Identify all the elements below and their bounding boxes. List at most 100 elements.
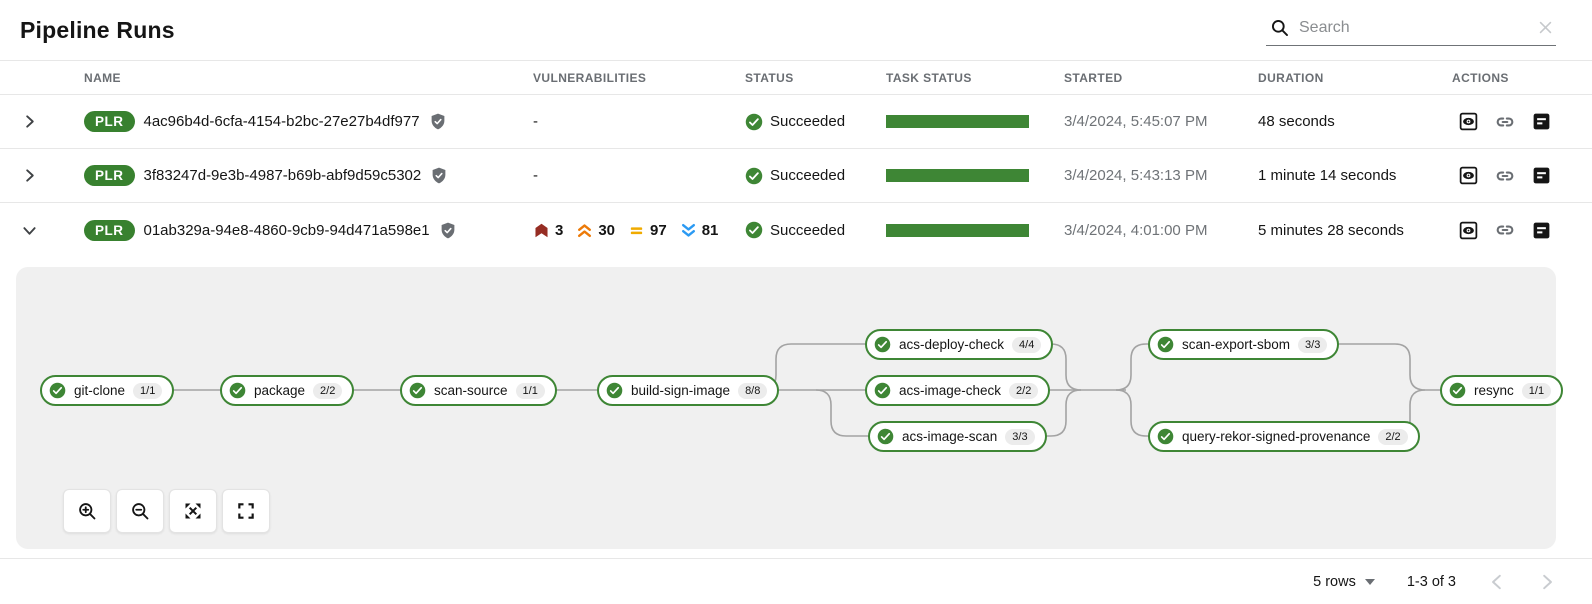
col-header-name: NAME <box>84 70 121 85</box>
task-node-acs-image-check[interactable]: acs-image-check 2/2 <box>865 375 1051 406</box>
status-text: Succeeded <box>770 221 846 239</box>
task-step-count: 1/1 <box>133 382 163 399</box>
task-label: scan-export-sbom <box>1182 337 1291 352</box>
view-output-button[interactable] <box>1458 220 1479 241</box>
search-box[interactable] <box>1266 12 1556 46</box>
check-circle-icon <box>229 382 246 399</box>
zoom-in-button[interactable] <box>63 489 111 533</box>
task-node-package[interactable]: package 2/2 <box>220 375 355 406</box>
low-severity-icon <box>680 222 697 239</box>
task-step-count: 1/1 <box>515 382 545 399</box>
eye-square-icon <box>1458 220 1479 241</box>
task-step-count: 8/8 <box>738 382 768 399</box>
task-label: acs-image-check <box>899 383 1002 398</box>
search-input[interactable] <box>1299 18 1527 37</box>
task-label: resync <box>1474 383 1514 398</box>
search-icon <box>1270 18 1289 37</box>
task-label: acs-deploy-check <box>899 337 1005 352</box>
link-button[interactable] <box>1494 219 1516 241</box>
expand-row-button[interactable] <box>22 114 37 129</box>
task-label: build-sign-image <box>631 383 731 398</box>
task-step-count: 2/2 <box>1378 428 1408 445</box>
link-icon <box>1494 165 1516 187</box>
chevron-right-icon <box>22 114 37 129</box>
started-timestamp: 3/4/2024, 5:43:13 PM <box>1064 167 1208 184</box>
critical-severity-icon <box>533 222 550 239</box>
task-node-git-clone[interactable]: git-clone 1/1 <box>40 375 175 406</box>
task-label: git-clone <box>74 383 126 398</box>
view-output-button[interactable] <box>1458 165 1479 186</box>
col-header-task-status: TASK STATUS <box>886 70 972 85</box>
task-node-scan-source[interactable]: scan-source 1/1 <box>400 375 557 406</box>
chevron-right-icon <box>1538 573 1556 591</box>
zoom-out-button[interactable] <box>116 489 164 533</box>
reset-view-button[interactable] <box>222 489 270 533</box>
vulnerabilities-empty: - <box>533 113 538 130</box>
view-logs-button[interactable] <box>1531 165 1552 186</box>
table-row: PLR 3f83247d-9e3b-4987-b69b-abf9d59c5302… <box>0 149 1592 203</box>
chevron-right-icon <box>22 168 37 183</box>
task-node-scan-export-sbom[interactable]: scan-export-sbom 3/3 <box>1148 329 1340 360</box>
chevron-left-icon <box>1488 573 1506 591</box>
col-header-status: STATUS <box>745 70 794 85</box>
pipeline-run-name: 3f83247d-9e3b-4987-b69b-abf9d59c5302 <box>143 167 422 184</box>
zoom-out-icon <box>130 501 150 521</box>
view-logs-button[interactable] <box>1531 220 1552 241</box>
pipeline-visualization-panel: git-clone 1/1 package 2/2 scan-source 1/… <box>16 267 1564 549</box>
task-label: scan-source <box>434 383 508 398</box>
chevron-down-icon <box>22 223 37 238</box>
check-circle-icon <box>409 382 426 399</box>
check-circle-icon <box>745 221 763 239</box>
table-header-row: NAME VULNERABILITIES STATUS TASK STATUS … <box>0 60 1592 95</box>
task-node-query-rekor-signed-provenance[interactable]: query-rekor-signed-provenance 2/2 <box>1148 421 1420 452</box>
check-circle-icon <box>49 382 66 399</box>
logs-icon <box>1531 220 1552 241</box>
corner-brackets-icon <box>236 501 256 521</box>
fit-to-screen-button[interactable] <box>169 489 217 533</box>
duration-text: 1 minute 14 seconds <box>1258 167 1397 184</box>
col-header-actions: ACTIONS <box>1452 70 1509 85</box>
task-step-count: 3/3 <box>1005 428 1035 445</box>
page-title: Pipeline Runs <box>20 16 175 43</box>
graph-controls <box>63 489 270 533</box>
medium-severity-icon <box>628 222 645 239</box>
task-step-count: 3/3 <box>1298 336 1328 353</box>
task-step-count: 2/2 <box>1009 382 1039 399</box>
high-count: 30 <box>598 221 616 239</box>
check-circle-icon <box>1157 336 1174 353</box>
task-status-bar <box>886 115 1029 128</box>
footer-divider <box>0 558 1592 559</box>
task-node-resync[interactable]: resync 1/1 <box>1440 375 1564 406</box>
previous-page-button[interactable] <box>1488 573 1506 591</box>
pagination-range: 1-3 of 3 <box>1406 573 1456 590</box>
task-step-count: 4/4 <box>1012 336 1042 353</box>
zoom-in-icon <box>77 501 97 521</box>
clear-search-icon[interactable] <box>1537 19 1554 36</box>
view-logs-button[interactable] <box>1531 111 1552 132</box>
duration-text: 5 minutes 28 seconds <box>1258 221 1404 239</box>
pipeline-run-name: 4ac96b4d-6cfa-4154-b2bc-27e27b4df977 <box>143 113 420 130</box>
task-node-acs-image-scan[interactable]: acs-image-scan 3/3 <box>868 421 1047 452</box>
task-status-bar <box>886 169 1029 182</box>
logs-icon <box>1531 111 1552 132</box>
task-label: acs-image-scan <box>902 429 998 444</box>
check-circle-icon <box>745 113 763 131</box>
task-status-bar <box>886 223 1029 237</box>
medium-count: 97 <box>650 221 667 239</box>
rows-per-page-select[interactable]: 5 rows <box>1313 574 1375 590</box>
collapse-row-button[interactable] <box>22 223 37 238</box>
expand-row-button[interactable] <box>22 168 37 183</box>
check-circle-icon <box>1157 428 1174 445</box>
task-node-acs-deploy-check[interactable]: acs-deploy-check 4/4 <box>865 329 1054 360</box>
link-button[interactable] <box>1494 165 1516 187</box>
check-circle-icon <box>1449 382 1466 399</box>
next-page-button[interactable] <box>1538 573 1556 591</box>
rows-per-page-value: 5 rows <box>1313 573 1356 590</box>
link-button[interactable] <box>1494 111 1516 133</box>
status-text: Succeeded <box>770 113 846 130</box>
eye-square-icon <box>1458 165 1479 186</box>
view-output-button[interactable] <box>1458 111 1479 132</box>
caret-down-icon <box>1364 578 1375 585</box>
link-icon <box>1494 219 1516 241</box>
task-node-build-sign-image[interactable]: build-sign-image 8/8 <box>597 375 780 406</box>
